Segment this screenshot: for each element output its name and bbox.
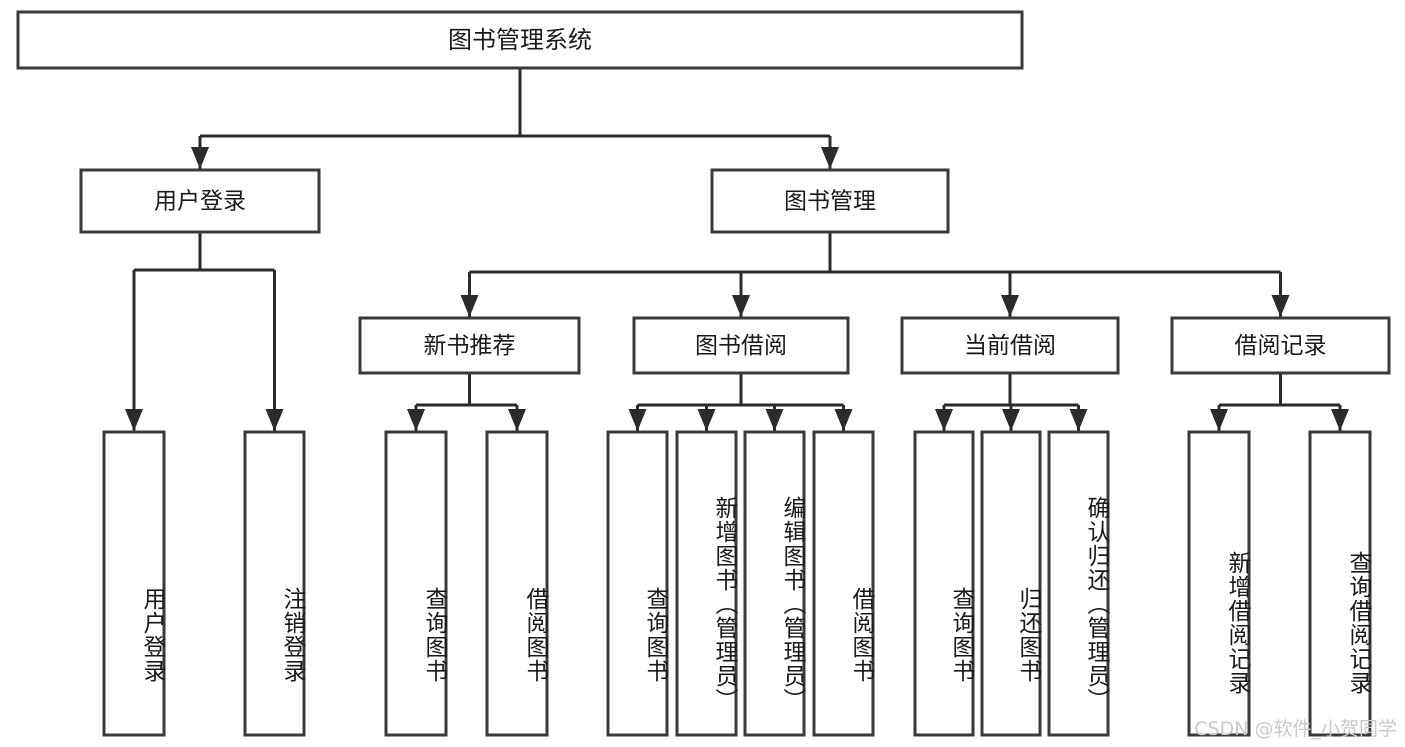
node-box-leaf-user-logout[interactable] [243, 430, 306, 737]
arrow-head-icon [821, 147, 839, 169]
node-label-login: 用户登录 [154, 189, 246, 215]
node-box-leaf-records-query[interactable] [1308, 430, 1372, 737]
node-box-leaf-borrow-edit[interactable] [743, 430, 806, 737]
node-box-layer [16, 10, 1391, 737]
arrow-head-icon [1001, 295, 1019, 317]
node-box-leaf-borrow-query[interactable] [606, 430, 669, 737]
arrow-head-icon [265, 409, 284, 431]
node-box-leaf-current-query[interactable] [913, 430, 975, 737]
arrow-head-icon [1069, 409, 1088, 431]
arrow-head-icon [732, 295, 750, 317]
node-box-login[interactable] [79, 168, 321, 234]
node-label-records: 借阅记录 [1235, 333, 1327, 359]
arrow-head-icon [1002, 409, 1020, 431]
arrow-head-icon [407, 409, 425, 431]
node-label-bookmgmt: 图书管理 [784, 189, 876, 215]
arrow-head-icon [697, 409, 716, 431]
node-label-borrow: 图书借阅 [695, 333, 787, 359]
arrow-head-icon [191, 147, 209, 169]
node-box-borrow[interactable] [632, 316, 850, 375]
node-box-current[interactable] [900, 316, 1120, 375]
node-box-leaf-user-login[interactable] [102, 430, 166, 737]
node-label-current: 当前借阅 [964, 333, 1056, 359]
node-box-leaf-borrow-lend[interactable] [812, 430, 875, 737]
arrow-head-icon [125, 409, 143, 431]
arrow-head-icon [765, 409, 784, 431]
arrow-head-icon [508, 409, 526, 431]
node-box-leaf-records-add[interactable] [1187, 430, 1251, 737]
node-box-root[interactable] [16, 10, 1024, 70]
node-box-records[interactable] [1170, 316, 1391, 375]
node-box-leaf-borrow-add[interactable] [675, 430, 738, 737]
node-label-newbook: 新书推荐 [424, 333, 516, 359]
arrow-head-icon [1331, 409, 1349, 431]
arrow-head-icon [834, 409, 853, 431]
node-box-leaf-current-confirm[interactable] [1047, 430, 1110, 737]
arrow-head-icon [460, 295, 479, 317]
node-box-newbook[interactable] [358, 316, 581, 375]
watermark-text: CSDN @软件_小贺同学 [1194, 718, 1397, 740]
node-box-bookmgmt[interactable] [710, 168, 950, 234]
arrow-head-icon [935, 409, 953, 431]
node-label-root: 图书管理系统 [448, 26, 592, 54]
connector-layer [125, 68, 1349, 431]
node-box-leaf-newbook-borrow[interactable] [485, 430, 549, 737]
node-box-leaf-newbook-query[interactable] [384, 430, 448, 737]
node-box-leaf-current-return[interactable] [980, 430, 1042, 737]
arrow-head-icon [1271, 295, 1290, 317]
arrow-head-icon [628, 409, 647, 431]
arrow-head-icon [1210, 409, 1228, 431]
